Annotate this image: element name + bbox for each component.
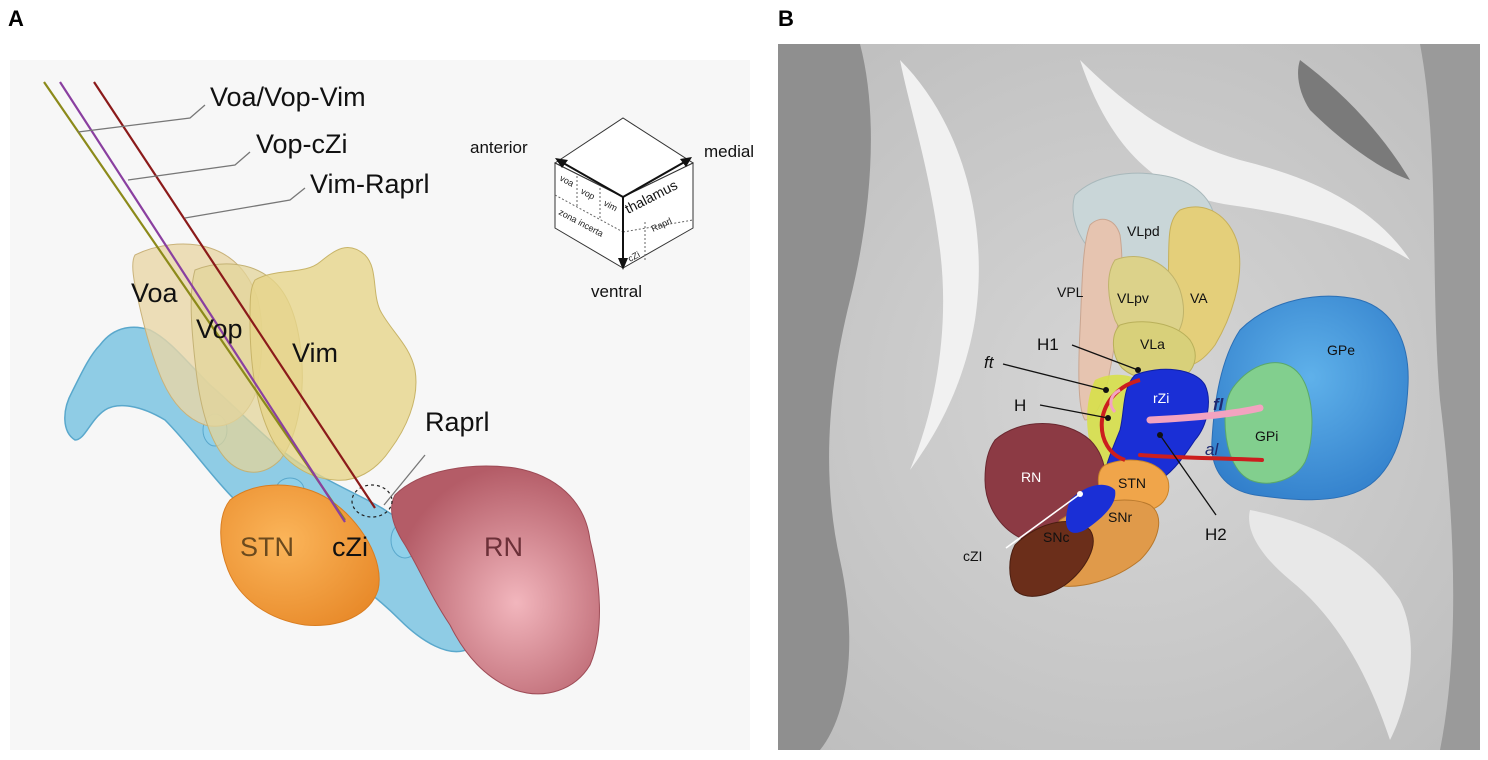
cube-czi: cZi [626, 249, 641, 263]
gpi-shape [1224, 362, 1313, 484]
mri-white-matter [1080, 60, 1410, 260]
ansa-lenticularis-tract [1138, 453, 1264, 462]
label-stn-a: STN [240, 532, 294, 562]
dot-ft [1103, 387, 1109, 393]
orientation-anterior: anterior [470, 138, 528, 157]
label-vop: Vop [196, 314, 243, 344]
label-stn-b: STN [1118, 475, 1146, 491]
label-vpl: VPL [1057, 284, 1084, 300]
label-fl: fl [1213, 395, 1225, 414]
label-rn-a: RN [484, 532, 523, 562]
label-va: VA [1190, 290, 1208, 306]
orientation-medial: medial [704, 142, 754, 161]
dot-h2 [1157, 432, 1163, 438]
leader-czi-b [1005, 493, 1081, 549]
mri-dark-region [1420, 44, 1480, 750]
dot-h1 [1135, 367, 1141, 373]
leader-raprl [383, 454, 426, 506]
label-ft: ft [984, 353, 995, 372]
dot-h [1105, 415, 1111, 421]
label-czi-a: cZi [332, 532, 368, 562]
panel-b-letter: B [778, 6, 794, 31]
orientation-ventral: ventral [591, 282, 642, 301]
leader-h2 [1159, 434, 1217, 516]
lead-label-vop-czi: Vop-cZi [256, 129, 348, 159]
label-h1: H1 [1037, 335, 1059, 354]
label-czi-b: cZI [963, 548, 982, 564]
label-raprl: Raprl [425, 407, 490, 437]
orientation-cube [554, 117, 695, 270]
mri-white-matter [1249, 510, 1411, 740]
leader-h1 [1071, 344, 1139, 371]
mri-dark-region [778, 44, 871, 750]
label-snr: SNr [1108, 509, 1132, 525]
mri-white-matter [900, 60, 979, 470]
lead-label-vim-raprl: Vim-Raprl [310, 169, 430, 199]
mri-dark-region [1298, 60, 1410, 180]
leader-vim-raprl [184, 187, 306, 219]
dot-czi-b [1077, 491, 1083, 497]
label-h2: H2 [1205, 525, 1227, 544]
label-vim: Vim [292, 338, 338, 368]
label-voa: Voa [131, 278, 179, 308]
label-vlpd: VLpd [1127, 223, 1160, 239]
panel-a-letter: A [8, 6, 24, 31]
leader-voa-vop-vim [77, 104, 206, 133]
snc-shape [1009, 521, 1094, 597]
label-al: al [1205, 440, 1219, 459]
thalamic-fasciculus-tract [1099, 378, 1141, 462]
lead-voa-vop-vim [43, 81, 346, 521]
stn-shape [220, 484, 380, 626]
rn-shape [391, 465, 600, 695]
czi-b-shape [1065, 484, 1116, 533]
label-rn-b: RN [1021, 469, 1041, 485]
label-rzi: rZi [1153, 390, 1169, 406]
label-gpi: GPi [1255, 428, 1278, 444]
ft-loop [1109, 388, 1121, 414]
lead-vim-raprl [93, 81, 376, 509]
lead-label-voa-vop-vim: Voa/Vop-Vim [210, 82, 366, 112]
raprl-circle [351, 484, 393, 518]
leader-vop-czi [127, 151, 251, 181]
lead-vop-czi [59, 81, 346, 523]
leader-h [1039, 404, 1109, 419]
label-gpe: GPe [1327, 342, 1355, 358]
fasciculus-lenticularis-tract [1146, 404, 1264, 424]
label-vla: VLa [1140, 336, 1165, 352]
label-vlpv: VLpv [1117, 290, 1149, 306]
label-h: H [1014, 396, 1026, 415]
label-snc: SNc [1043, 529, 1069, 545]
leader-ft [1002, 363, 1107, 391]
